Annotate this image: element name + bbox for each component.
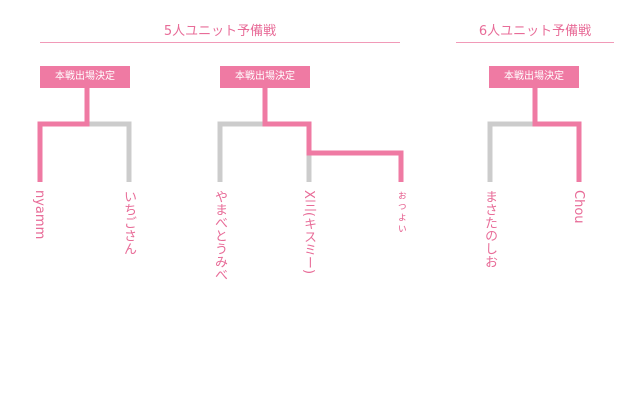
- section-divider-6-unit: [456, 42, 614, 43]
- bracket-2-loser-line-a: [217, 121, 265, 182]
- player-name: Chou: [571, 190, 586, 224]
- section-divider-5-unit: [40, 42, 400, 43]
- section-title-5-unit: 5人ユニット予備戦: [163, 24, 277, 39]
- player-name: まさたのしお: [482, 190, 497, 268]
- bracket-1-qualifier-badge: 本戦出場決定: [40, 66, 130, 88]
- player-name: ぉっょぃ: [394, 190, 407, 234]
- bracket-2-winner-line: [262, 88, 404, 182]
- player-name: やまべとうみべ: [212, 190, 227, 281]
- bracket-2-qualifier-badge: 本戦出場決定: [220, 66, 310, 88]
- player-name: いちごさん: [121, 190, 136, 255]
- bracket-3-winner-line: [532, 88, 582, 182]
- player-name: X三(キスミー): [301, 190, 316, 275]
- player-name: nyamm: [32, 190, 47, 240]
- bracket-3-loser-line: [487, 121, 535, 182]
- bracket-1-loser-line: [87, 121, 132, 182]
- bracket-3-qualifier-badge: 本戦出場決定: [489, 66, 579, 88]
- bracket-1-winner-line: [37, 88, 90, 182]
- section-title-6-unit: 6人ユニット予備戦: [478, 24, 592, 39]
